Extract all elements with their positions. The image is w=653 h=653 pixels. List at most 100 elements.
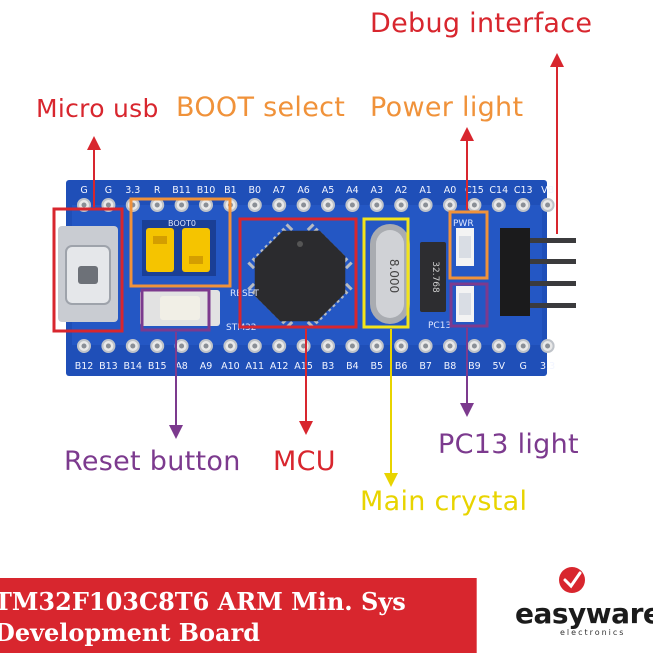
bottom-pin-hole-center	[301, 343, 307, 349]
power-led	[456, 228, 474, 266]
bottom-pin-label: B12	[75, 361, 94, 372]
top-pin-hole-center	[520, 202, 526, 208]
bottom-pin-label: B13	[99, 361, 118, 372]
bottom-pin-label: A12	[270, 361, 289, 372]
top-pin-label: C13	[514, 185, 533, 196]
bottom-pin-hole-center	[423, 343, 429, 349]
bottom-pin-hole-center	[276, 343, 282, 349]
bottom-pin-hole-center	[227, 343, 233, 349]
silk-pc13-label: PC13	[428, 321, 451, 331]
main-crystal: 8.000	[370, 224, 410, 324]
top-pin-label: A6	[297, 185, 310, 196]
top-pin-hole-center	[545, 202, 551, 208]
top-pin-header	[77, 198, 555, 212]
micro-usb-connector	[58, 226, 118, 322]
power-light-highlight	[448, 210, 489, 280]
rtc-crystal-marking: 32.768	[430, 261, 440, 293]
bottom-pin-label: 3.3	[540, 361, 555, 372]
bottom-pin-label: A9	[200, 361, 213, 372]
label-boot-select: BOOT select	[176, 92, 346, 123]
top-pin-hole-center	[496, 202, 502, 208]
logo-wordmark: easyware	[515, 597, 653, 630]
footer-title-line2: Development Board	[0, 618, 261, 647]
top-pin-hole-center	[398, 202, 404, 208]
bottom-pin-label: B6	[395, 361, 408, 372]
bottom-pin-hole-center	[105, 343, 111, 349]
mcu-pin	[285, 223, 294, 232]
top-pin-label: G	[80, 185, 87, 196]
reset-button-highlight	[140, 288, 211, 332]
label-main-crystal: Main crystal	[360, 486, 528, 517]
pc13-light-highlight	[449, 282, 489, 328]
mcu-pin	[344, 261, 353, 270]
logo-check-icon	[559, 567, 585, 593]
silk-pwr-label: PWR	[453, 219, 474, 229]
bottom-pin-hole-center	[252, 343, 258, 349]
top-pin-label: B11	[172, 185, 191, 196]
top-pin-hole-center	[423, 202, 429, 208]
micro-usb-highlight	[52, 207, 124, 333]
footer-title: TM32F103C8T6 ARM Min. Sys Development Bo…	[0, 586, 514, 648]
top-pin-label: A4	[346, 185, 359, 196]
reset-push-button	[140, 290, 220, 326]
top-pin-hole-center	[105, 202, 111, 208]
top-pin-hole-center	[179, 202, 185, 208]
bottom-pin-label: B8	[444, 361, 457, 372]
top-pin-hole-center	[349, 202, 355, 208]
bottom-pin-hole-center	[130, 343, 136, 349]
bottom-pin-label: B5	[371, 361, 384, 372]
top-pin-label: A2	[395, 185, 408, 196]
bottom-pin-label: B3	[322, 361, 335, 372]
bottom-pin-label: A11	[246, 361, 265, 372]
rtc-crystal: 32.768	[420, 242, 446, 312]
bottom-pin-hole-center	[179, 343, 185, 349]
logo-white-swoosh	[480, 531, 653, 653]
top-pin-hole-center	[301, 202, 307, 208]
mcu-highlight	[238, 217, 358, 329]
bottom-pin-label: B14	[123, 361, 142, 372]
bottom-pin-hole-center	[154, 343, 160, 349]
top-pin-label: VB	[541, 185, 554, 196]
boot-select-highlight	[129, 197, 232, 288]
bottom-pin-label: A8	[175, 361, 188, 372]
silk-boot-label: BOOT0	[168, 219, 196, 228]
footer-title-line1: TM32F103C8T6 ARM Min. Sys	[0, 587, 406, 616]
top-pin-hole-center	[203, 202, 209, 208]
bottom-pin-label: B4	[346, 361, 359, 372]
top-pin-hole-center	[447, 202, 453, 208]
top-pin-label: A5	[322, 185, 335, 196]
label-debug-interface: Debug interface	[370, 8, 593, 39]
top-pin-label: A3	[371, 185, 384, 196]
boot-jumpers	[142, 220, 216, 276]
label-pc13-light: PC13 light	[438, 429, 579, 460]
top-pin-label: 3.3	[125, 185, 140, 196]
top-pin-hole-center	[81, 202, 87, 208]
top-pin-label: G	[105, 185, 112, 196]
mcu-pin	[247, 261, 256, 270]
top-pin-label: C14	[489, 185, 508, 196]
top-pin-label: B1	[224, 185, 237, 196]
bottom-pin-label: B15	[148, 361, 167, 372]
bottom-pin-label: B9	[468, 361, 481, 372]
bottom-pin-hole-center	[349, 343, 355, 349]
top-pin-hole-center	[154, 202, 160, 208]
silk-reset-label: RESET	[230, 289, 259, 299]
bottom-pin-label: G	[520, 361, 527, 372]
top-pin-label: A7	[273, 185, 286, 196]
top-pin-hole-center	[252, 202, 258, 208]
bottom-pin-hole-center	[520, 343, 526, 349]
label-power-light: Power light	[370, 92, 524, 123]
label-micro-usb: Micro usb	[36, 94, 159, 123]
main-crystal-highlight	[362, 217, 410, 329]
bottom-pin-label: A15	[294, 361, 313, 372]
top-pin-label: B0	[249, 185, 262, 196]
bottom-pin-hole-center	[447, 343, 453, 349]
top-pin-hole-center	[471, 202, 477, 208]
bottom-pin-hole-center	[496, 343, 502, 349]
bottom-pin-hole-center	[374, 343, 380, 349]
pc13-led	[456, 286, 474, 322]
top-pin-label: C15	[465, 185, 484, 196]
